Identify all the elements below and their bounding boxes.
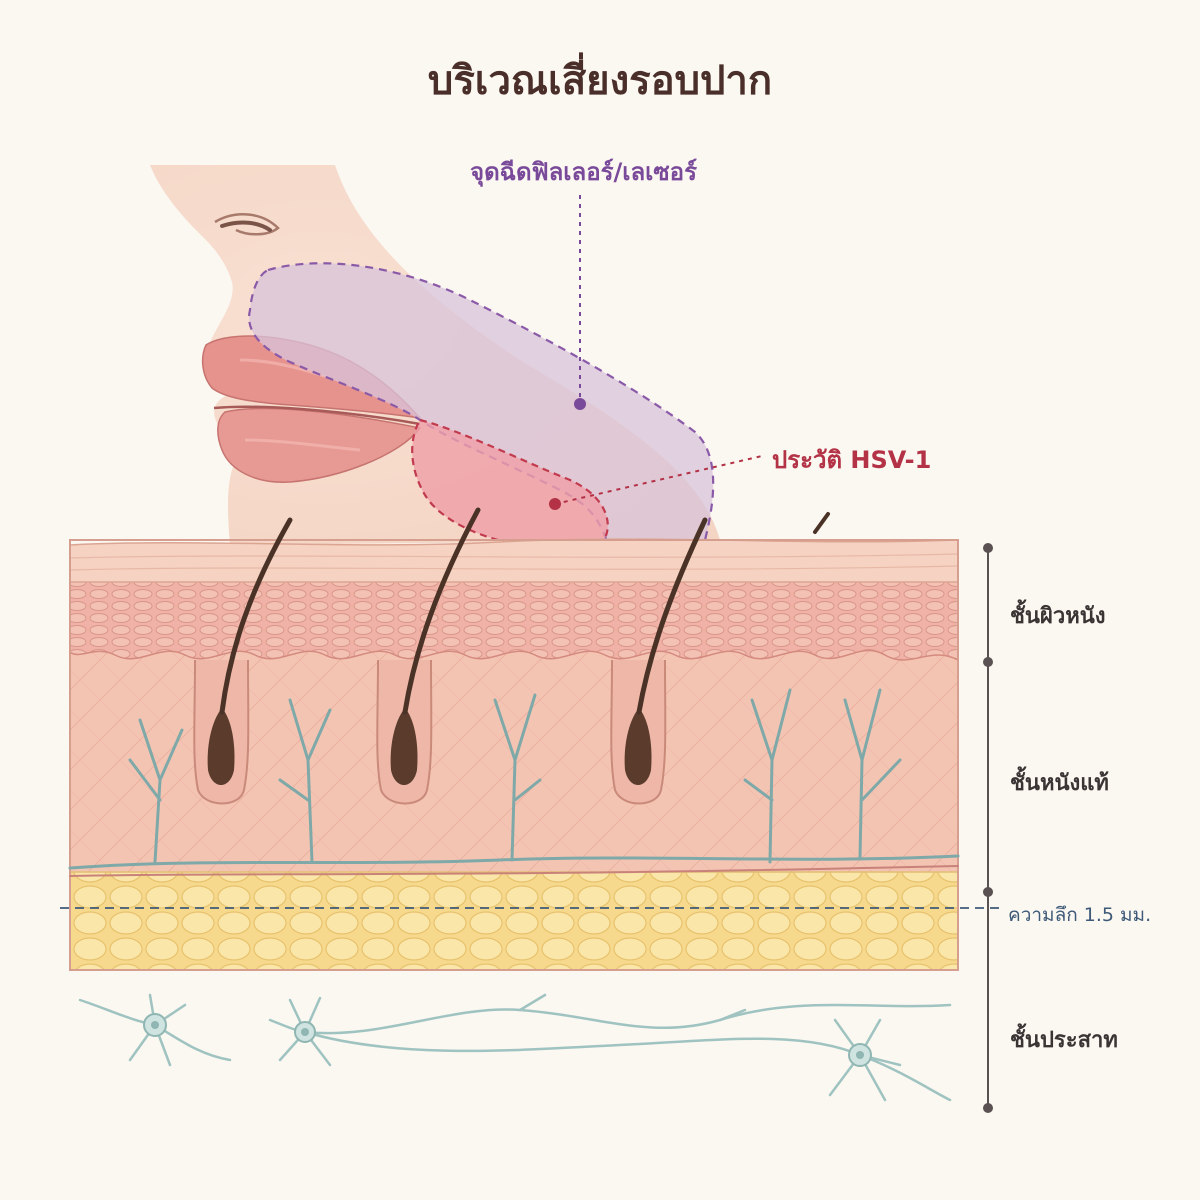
filler-laser-label: จุดฉีดฟิลเลอร์/เลเซอร์ [470, 158, 697, 186]
hair-follicle [376, 507, 481, 805]
hsv-callout-leader [549, 455, 763, 510]
nostril [214, 213, 280, 236]
filler-callout-leader [574, 195, 586, 410]
nerve-label: ชั้นประสาท [1010, 1028, 1118, 1053]
hair-follicle [610, 517, 708, 805]
hsv-label: ประวัติ HSV-1 [772, 446, 932, 474]
layer-scale-bar [983, 543, 993, 1113]
lips [201, 335, 422, 483]
hair-follicle [193, 517, 293, 805]
hair-follicles [193, 507, 830, 805]
dermis-label: ชั้นหนังแท้ [1010, 771, 1109, 796]
nerve-cells [78, 993, 952, 1102]
epidermis-label: ชั้นผิวหนัง [1010, 604, 1106, 629]
epidermis-layer [69, 579, 959, 662]
depth-label: ความลึก 1.5 มม. [1008, 904, 1152, 926]
blood-vessels [68, 688, 960, 877]
page-title: บริเวณเสี่ยงรอบปาก [427, 58, 773, 104]
fat-layer [69, 871, 959, 971]
